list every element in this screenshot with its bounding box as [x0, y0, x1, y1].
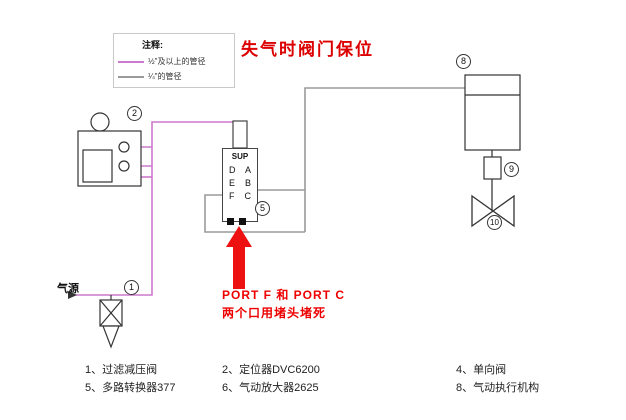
- callout-1: 1: [124, 280, 139, 295]
- legend-label-half-inch: ½"及以上的管径: [148, 57, 206, 66]
- annotation-line1: PORT F 和 PORT C: [222, 288, 346, 302]
- quarter-inch-line-sample: [118, 75, 144, 78]
- sup-port-label: SUP: [231, 152, 249, 161]
- air-source-label: 气源: [57, 283, 79, 295]
- footnote-4: 4、单向阀: [456, 364, 507, 376]
- filter-regulator-symbol: [99, 295, 123, 349]
- dvc6200-device-symbol: [77, 112, 142, 187]
- callout-2: 2: [127, 106, 142, 121]
- trip-valve-dome-symbol: [232, 120, 248, 149]
- air-flow-arrow-icon: [68, 291, 77, 299]
- legend-box: 注释: ½"及以上的管径 ¼"的管径: [113, 33, 235, 88]
- pipes-quarter-inch: [204, 87, 465, 233]
- trip-valve-377-block: SUP D A E B F C: [222, 148, 258, 225]
- callout-9: 9: [504, 162, 519, 177]
- footnote-2: 2、定位器DVC6200: [222, 364, 320, 376]
- check-valve-symbol: [483, 156, 502, 180]
- port-row-da: D A: [223, 164, 257, 177]
- port-row-fc: F C: [223, 190, 257, 203]
- port-c-plug: [239, 218, 246, 225]
- footnote-1: 1、过滤减压阀: [85, 364, 158, 376]
- legend-item-quarter-inch: ¼"的管径: [114, 69, 234, 84]
- port-d-label: D: [229, 165, 236, 175]
- callout-10: 10: [487, 215, 502, 230]
- page-title: 失气时阀门保位: [241, 40, 374, 59]
- port-e-label: E: [229, 178, 236, 188]
- legend-heading: 注释:: [142, 40, 163, 50]
- annotation-line2: 两个口用堵头堵死: [222, 306, 327, 320]
- footnote-5: 5、多路转换器377: [85, 382, 176, 394]
- callout-8: 8: [456, 54, 471, 69]
- legend-label-quarter-inch: ¼"的管径: [148, 72, 182, 81]
- half-inch-line-sample: [118, 60, 144, 63]
- port-a-label: A: [244, 165, 251, 175]
- footnote-6: 6、气动放大器2625: [222, 382, 319, 394]
- footnote-8: 8、气动执行机构: [456, 382, 540, 394]
- actuator-symbol: [464, 74, 521, 151]
- port-c-label: C: [244, 191, 252, 201]
- callout-5: 5: [255, 201, 270, 216]
- port-f-label: F: [229, 191, 235, 201]
- port-f-plug: [227, 218, 234, 225]
- plugged-ports-arrow: [226, 226, 252, 289]
- plug-annotation: PORT F 和 PORT C 两个口用堵头堵死: [222, 286, 345, 322]
- control-valve-symbol: [471, 194, 515, 228]
- legend-item-half-inch: ½"及以上的管径: [114, 54, 234, 69]
- port-b-label: B: [244, 178, 251, 188]
- port-row-eb: E B: [223, 177, 257, 190]
